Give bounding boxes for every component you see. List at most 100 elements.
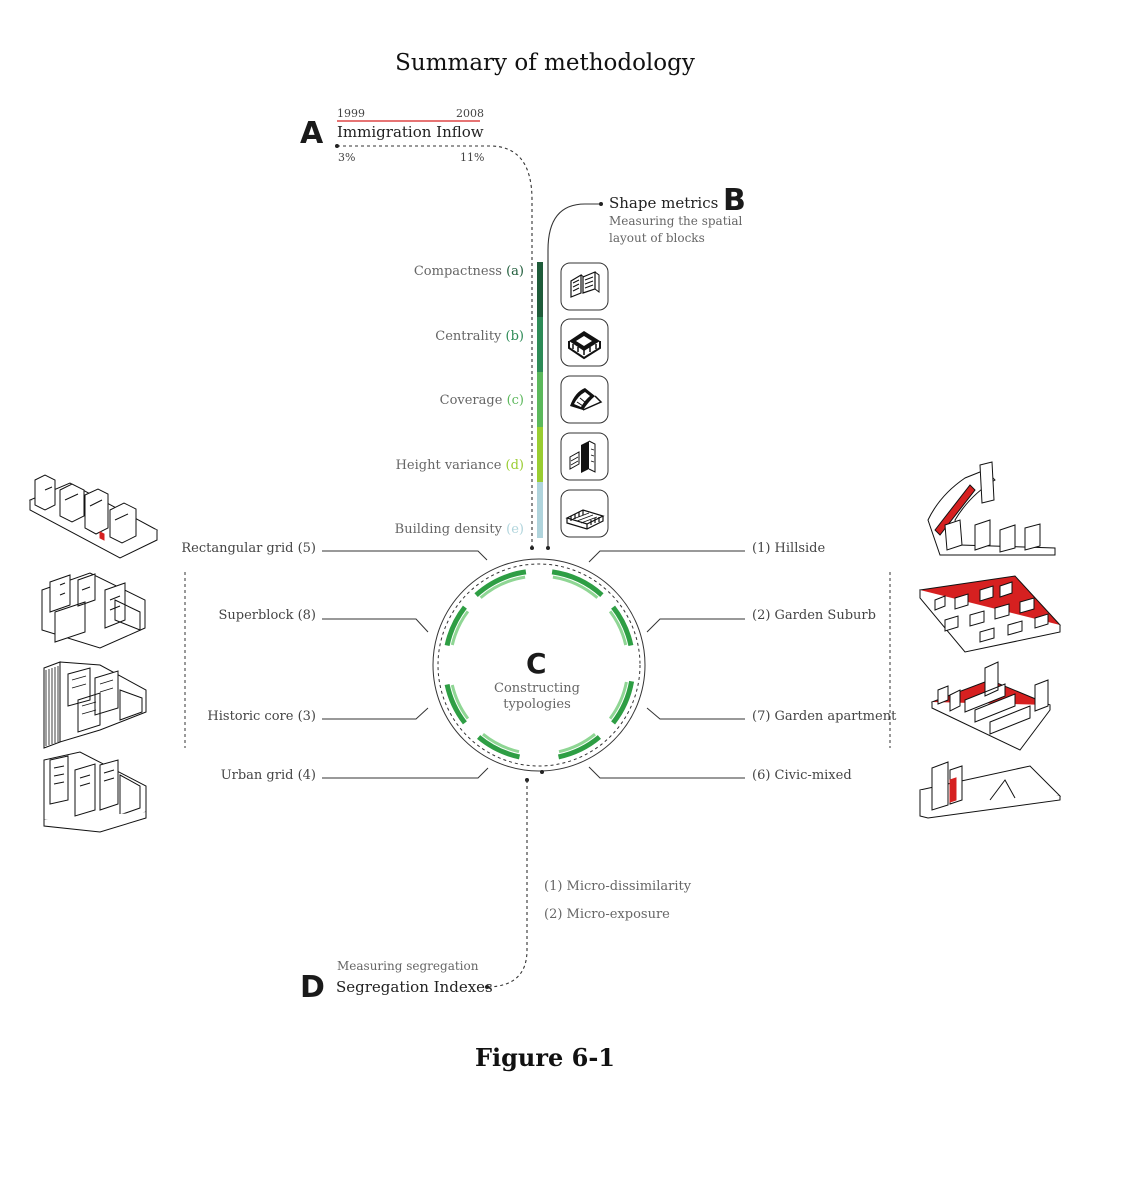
metric-icons xyxy=(560,262,609,538)
immigration-dotted-connector xyxy=(337,145,533,548)
metric-height-variance: Height variance (d) xyxy=(324,458,524,473)
metric-bar-segment xyxy=(537,262,543,318)
segregation-end-dot xyxy=(485,985,489,989)
ring-segment xyxy=(474,569,527,597)
ring-segment xyxy=(611,605,634,647)
garden-suburb-illustration xyxy=(919,575,1061,653)
metric-tag: (d) xyxy=(505,458,524,473)
leader-hillside xyxy=(588,550,745,563)
metric-name: Coverage xyxy=(439,393,503,408)
ring-segment xyxy=(444,605,467,647)
constructing-line1: Constructing xyxy=(494,681,580,696)
immigration-value-end: 11% xyxy=(460,151,485,164)
typology-garden-suburb: (2) Garden Suburb xyxy=(752,608,876,623)
ring-segment-inner xyxy=(552,575,599,599)
metric-tag: (c) xyxy=(506,393,524,408)
metric-tag: (b) xyxy=(505,329,524,344)
metric-name: Height variance xyxy=(395,458,502,473)
garden-apartment-illustration xyxy=(930,661,1051,751)
segregation-dotted-connector xyxy=(487,780,528,988)
leader-historic-core xyxy=(322,707,429,720)
rectangular-grid-illustration xyxy=(28,474,159,559)
ring-segment xyxy=(557,735,602,760)
index-micro-exposure: (2) Micro-exposure xyxy=(544,907,670,922)
section-b-letter: B xyxy=(723,183,746,218)
shape-metrics-subtitle: Measuring the spatial layout of blocks xyxy=(609,213,742,247)
compactness-icon xyxy=(560,262,609,311)
metric-bar-segment xyxy=(537,372,543,428)
ring-segment xyxy=(476,735,521,760)
metric-tag: (a) xyxy=(506,264,524,279)
shape-metrics-connector xyxy=(547,203,600,548)
metric-centrality: Centrality (b) xyxy=(324,329,524,344)
shape-metrics-subtitle-line1: Measuring the spatial xyxy=(609,214,743,228)
ring-segment-inner xyxy=(450,610,470,646)
building-density-icon xyxy=(560,489,609,538)
leader-superblock xyxy=(322,618,429,633)
typology-hillside: (1) Hillside xyxy=(752,541,826,556)
typology-historic-core: Historic core (3) xyxy=(207,709,316,724)
metric-tag: (e) xyxy=(506,522,524,537)
typology-urban-grid: Urban grid (4) xyxy=(220,768,316,783)
metric-compactness: Compactness (a) xyxy=(324,264,524,279)
typology-ring-segments xyxy=(444,569,635,760)
metric-bar-segment xyxy=(537,482,543,538)
centrality-icon xyxy=(560,318,609,367)
ring-segment xyxy=(551,569,604,597)
shape-metrics-subtitle-line2: layout of blocks xyxy=(609,231,705,245)
metric-bar-segment xyxy=(537,427,543,483)
ring-segment xyxy=(444,683,467,725)
leader-urban-grid xyxy=(322,767,489,779)
immigration-year-start: 1999 xyxy=(337,107,365,120)
typology-ring-outer xyxy=(432,558,646,772)
leader-garden-suburb xyxy=(646,618,745,633)
constructing-typologies-label: Constructing typologies xyxy=(467,681,607,713)
immigration-value-start: 3% xyxy=(338,151,356,164)
left-building-illustrations xyxy=(28,474,159,833)
urban-grid-illustration xyxy=(43,751,147,833)
metric-name: Compactness xyxy=(413,264,502,279)
segregation-subtitle: Measuring segregation xyxy=(337,959,479,973)
typology-rectangular-grid: Rectangular grid (5) xyxy=(181,541,316,556)
section-a-letter: A xyxy=(300,116,324,151)
coverage-icon xyxy=(560,375,609,424)
constructing-line2: typologies xyxy=(503,697,571,712)
ring-segment-inner xyxy=(558,733,596,754)
typology-superblock: Superblock (8) xyxy=(218,608,316,623)
immigration-inflow-title: Immigration Inflow xyxy=(337,123,484,141)
metric-color-bar xyxy=(537,262,543,538)
ring-segment-inner xyxy=(479,575,526,599)
section-d-letter: D xyxy=(300,970,325,1005)
ring-segment xyxy=(611,680,635,725)
shape-metrics-title: Shape metrics xyxy=(609,194,719,212)
superblock-illustration xyxy=(41,572,146,649)
segregation-indexes-title: Segregation Indexes xyxy=(336,978,493,996)
height-variance-icon xyxy=(560,432,609,481)
metric-name: Centrality xyxy=(435,329,502,344)
leader-civic-mixed xyxy=(588,766,745,779)
typology-garden-apartment: (7) Garden apartment xyxy=(752,709,897,724)
typology-civic-mixed: (6) Civic-mixed xyxy=(752,768,852,783)
index-micro-dissimilarity: (1) Micro-dissimilarity xyxy=(544,879,692,894)
ring-segment-inner xyxy=(608,610,628,646)
figure-caption: Figure 6-1 xyxy=(474,1043,615,1072)
metric-building-density: Building density (e) xyxy=(324,522,524,537)
shape-metrics-start-dot xyxy=(599,202,603,206)
shape-metrics-end-dot xyxy=(546,546,550,550)
typology-ring-dotted xyxy=(437,563,641,767)
section-c-letter: C xyxy=(526,647,547,680)
immigration-end-dot xyxy=(530,546,534,550)
diagram-title: Summary of methodology xyxy=(395,50,695,76)
leader-garden-apartment xyxy=(646,707,745,720)
immigration-year-end: 2008 xyxy=(456,107,484,120)
historic-core-illustration xyxy=(43,661,147,749)
leader-rectangular-grid xyxy=(322,550,488,561)
ring-segment-inner xyxy=(482,733,520,754)
ring-segment-inner xyxy=(450,684,470,720)
metric-name: Building density xyxy=(394,522,503,537)
metric-bar-segment xyxy=(537,317,543,373)
right-building-illustrations xyxy=(919,461,1062,819)
ring-segment-inner xyxy=(608,681,628,720)
civic-mixed-illustration xyxy=(919,761,1062,819)
